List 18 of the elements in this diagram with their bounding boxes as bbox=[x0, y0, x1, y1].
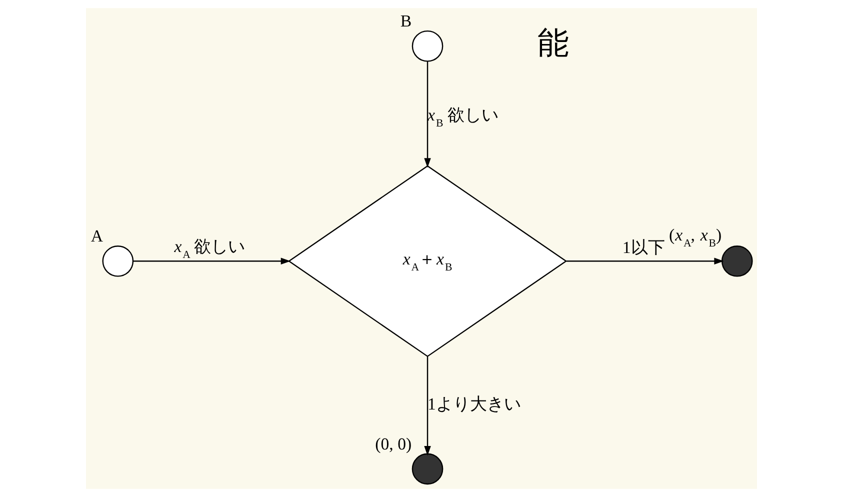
edge-label: x$_{B}$ 欲しい bbox=[427, 105, 498, 130]
arrow bbox=[132, 258, 290, 265]
arrow bbox=[424, 61, 430, 168]
node-circle bbox=[411, 453, 443, 485]
node-circle bbox=[411, 30, 443, 62]
edge-label: x$_{A}$ 欲しい bbox=[174, 236, 245, 261]
node-label: (x$_{A}$, x$_{B}$) bbox=[668, 225, 722, 250]
node-diamond: x$_{A}$＋x$_{B}$ bbox=[287, 165, 567, 358]
arrow bbox=[566, 258, 724, 265]
edge-label: 1より大きい bbox=[427, 394, 520, 414]
node-circle bbox=[720, 245, 752, 277]
node-circle bbox=[102, 245, 134, 277]
node-label: A bbox=[90, 226, 103, 246]
edge-label: 1以下 bbox=[622, 238, 664, 257]
arrow bbox=[424, 356, 430, 456]
label: 能 bbox=[537, 26, 568, 62]
node-label: (0, 0) bbox=[374, 434, 412, 454]
node-label: B bbox=[400, 11, 412, 30]
